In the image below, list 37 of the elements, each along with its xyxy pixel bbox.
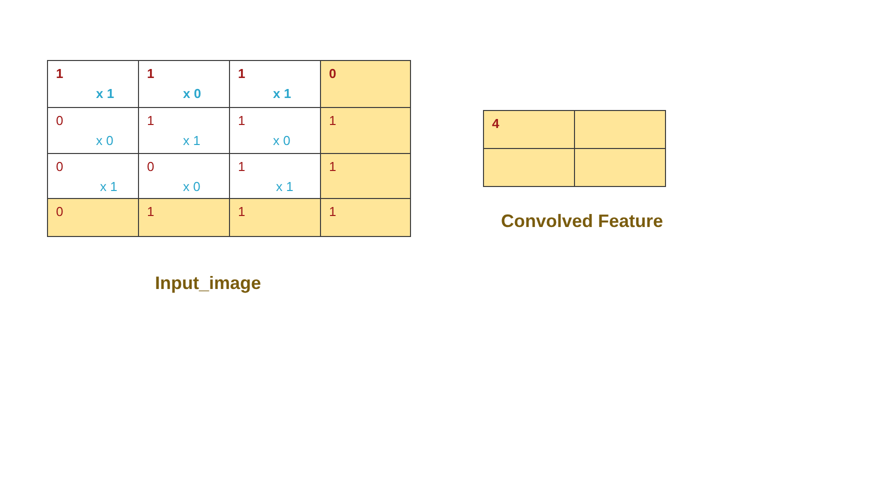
kernel-weight: x 1 xyxy=(100,179,118,194)
matrix-cell xyxy=(138,198,230,237)
matrix-cell xyxy=(47,198,139,237)
cell-value: 1 xyxy=(329,159,336,174)
cell-value: 1 xyxy=(238,66,246,81)
cell-value: 0 xyxy=(56,159,64,174)
kernel-weight: x 1 xyxy=(96,86,114,101)
cell-value: 0 xyxy=(147,159,154,174)
cell-value: 1 xyxy=(56,66,64,81)
cell-value: 1 xyxy=(147,66,154,81)
kernel-weight: x 0 xyxy=(183,86,202,101)
cell-value: 1 xyxy=(147,204,154,219)
matrix-cell xyxy=(483,110,575,149)
cell-value: 1 xyxy=(329,113,336,128)
kernel-weight: x 0 xyxy=(96,133,114,148)
cell-value: 0 xyxy=(56,204,64,219)
kernel-weight: x 1 xyxy=(273,86,292,101)
cell-value: 0 xyxy=(56,113,64,128)
caption: Convolved Feature xyxy=(500,210,664,232)
cell-value: 1 xyxy=(238,113,246,128)
matrix-cell xyxy=(47,60,139,108)
cell-value: 0 xyxy=(329,66,336,81)
cell-value: 1 xyxy=(238,204,246,219)
kernel-weight: x 1 xyxy=(183,133,200,148)
kernel-weight: x 0 xyxy=(183,179,200,194)
matrix-cell xyxy=(320,153,411,199)
matrix-cell xyxy=(229,198,321,237)
cell-value: 1 xyxy=(147,113,154,128)
cell-value: 4 xyxy=(492,116,500,131)
matrix-cell xyxy=(320,107,411,154)
cell-value: 1 xyxy=(329,204,336,219)
kernel-weight: x 0 xyxy=(273,133,290,148)
kernel-weight: x 1 xyxy=(276,179,294,194)
caption: Input_image xyxy=(155,272,261,294)
matrix-cell xyxy=(320,60,411,108)
cell-value: 1 xyxy=(238,159,246,174)
matrix-cell xyxy=(320,198,411,237)
